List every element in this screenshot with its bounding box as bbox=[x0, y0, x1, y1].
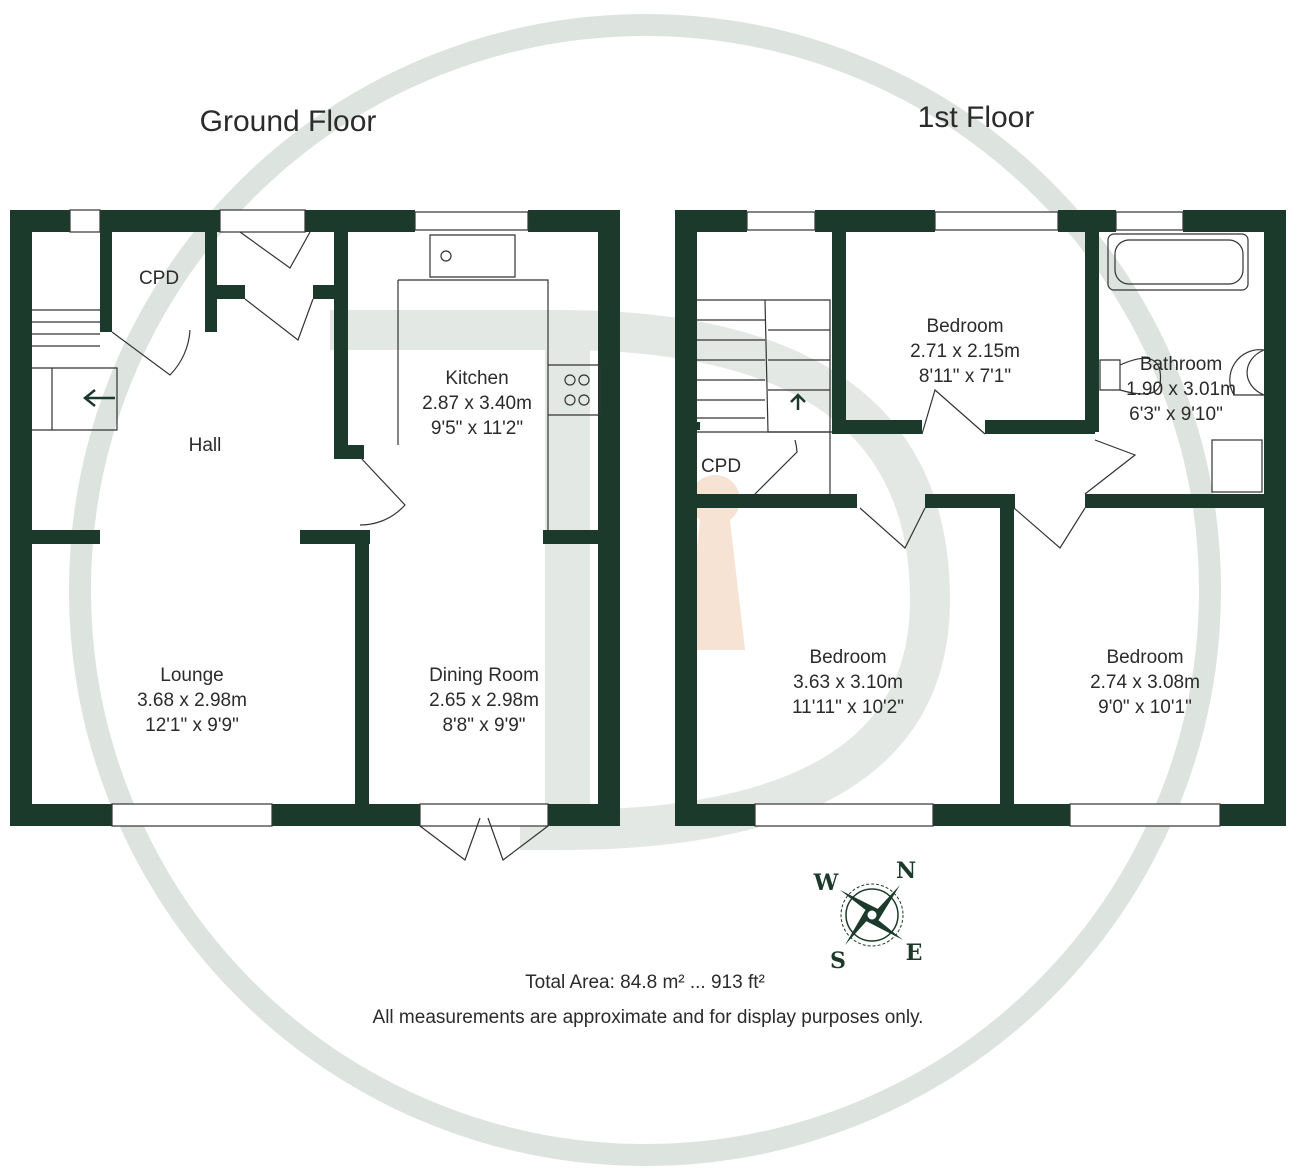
ground-floor-walls bbox=[10, 210, 620, 826]
room-imperial: 9'0" x 10'1" bbox=[1098, 697, 1192, 718]
room-name: Kitchen bbox=[445, 368, 508, 389]
room-imperial: 9'5" x 11'2" bbox=[431, 418, 523, 439]
room-name: Hall bbox=[189, 435, 222, 456]
room-name: CPD bbox=[701, 456, 741, 477]
room-name: Dining Room bbox=[429, 665, 539, 686]
compass-w: W bbox=[813, 870, 839, 896]
disclaimer: All measurements are approximate and for… bbox=[373, 1007, 924, 1028]
room-imperial: 12'1" x 9'9" bbox=[145, 715, 239, 736]
compass-icon: N E S W bbox=[813, 858, 923, 974]
room-imperial: 6'3" x 9'10" bbox=[1129, 404, 1223, 425]
room-metric: 2.65 x 2.98m bbox=[429, 690, 539, 711]
room-bathroom: Bathroom 1.90 x 3.01m 6'3" x 9'10" bbox=[1126, 354, 1236, 425]
room-name: Bedroom bbox=[926, 316, 1003, 337]
room-lounge: Lounge 3.68 x 2.98m 12'1" x 9'9" bbox=[137, 665, 247, 736]
room-bedroom-main: Bedroom 3.63 x 3.10m 11'11" x 10'2" bbox=[792, 647, 904, 718]
room-metric: 3.68 x 2.98m bbox=[137, 690, 247, 711]
first-floor-fixtures bbox=[697, 211, 1265, 827]
room-metric: 3.63 x 3.10m bbox=[793, 672, 903, 693]
room-name: Lounge bbox=[160, 665, 223, 686]
room-name: Bedroom bbox=[809, 647, 886, 668]
room-imperial: 8'8" x 9'9" bbox=[442, 715, 525, 736]
room-name: CPD bbox=[139, 268, 179, 289]
room-dining: Dining Room 2.65 x 2.98m 8'8" x 9'9" bbox=[429, 665, 539, 736]
room-bedroom-third: Bedroom 2.74 x 3.08m 9'0" x 10'1" bbox=[1090, 647, 1200, 718]
room-metric: 1.90 x 3.01m bbox=[1126, 379, 1236, 400]
ground-floor-fixtures bbox=[32, 209, 601, 861]
stairs-arrow-icon bbox=[82, 389, 115, 407]
room-imperial: 8'11" x 7'1" bbox=[919, 366, 1011, 387]
compass-e: E bbox=[906, 940, 923, 966]
first-floor-title: 1st Floor bbox=[918, 101, 1035, 134]
room-kitchen: Kitchen 2.87 x 3.40m 9'5" x 11'2" bbox=[422, 368, 532, 439]
first-floor-walls bbox=[675, 210, 1286, 826]
room-name: Bedroom bbox=[1106, 647, 1183, 668]
room-bedroom-small: Bedroom 2.71 x 2.15m 8'11" x 7'1" bbox=[910, 316, 1020, 387]
room-metric: 2.74 x 3.08m bbox=[1090, 672, 1200, 693]
compass-s: S bbox=[830, 948, 846, 974]
room-imperial: 11'11" x 10'2" bbox=[792, 697, 904, 718]
stairs-arrow-icon bbox=[790, 393, 806, 410]
total-area: Total Area: 84.8 m² ... 913 ft² bbox=[525, 972, 765, 993]
ground-floor-title: Ground Floor bbox=[200, 105, 377, 138]
compass-n: N bbox=[896, 858, 916, 884]
room-metric: 2.87 x 3.40m bbox=[422, 393, 532, 414]
room-name: Bathroom bbox=[1140, 354, 1222, 375]
room-metric: 2.71 x 2.15m bbox=[910, 341, 1020, 362]
